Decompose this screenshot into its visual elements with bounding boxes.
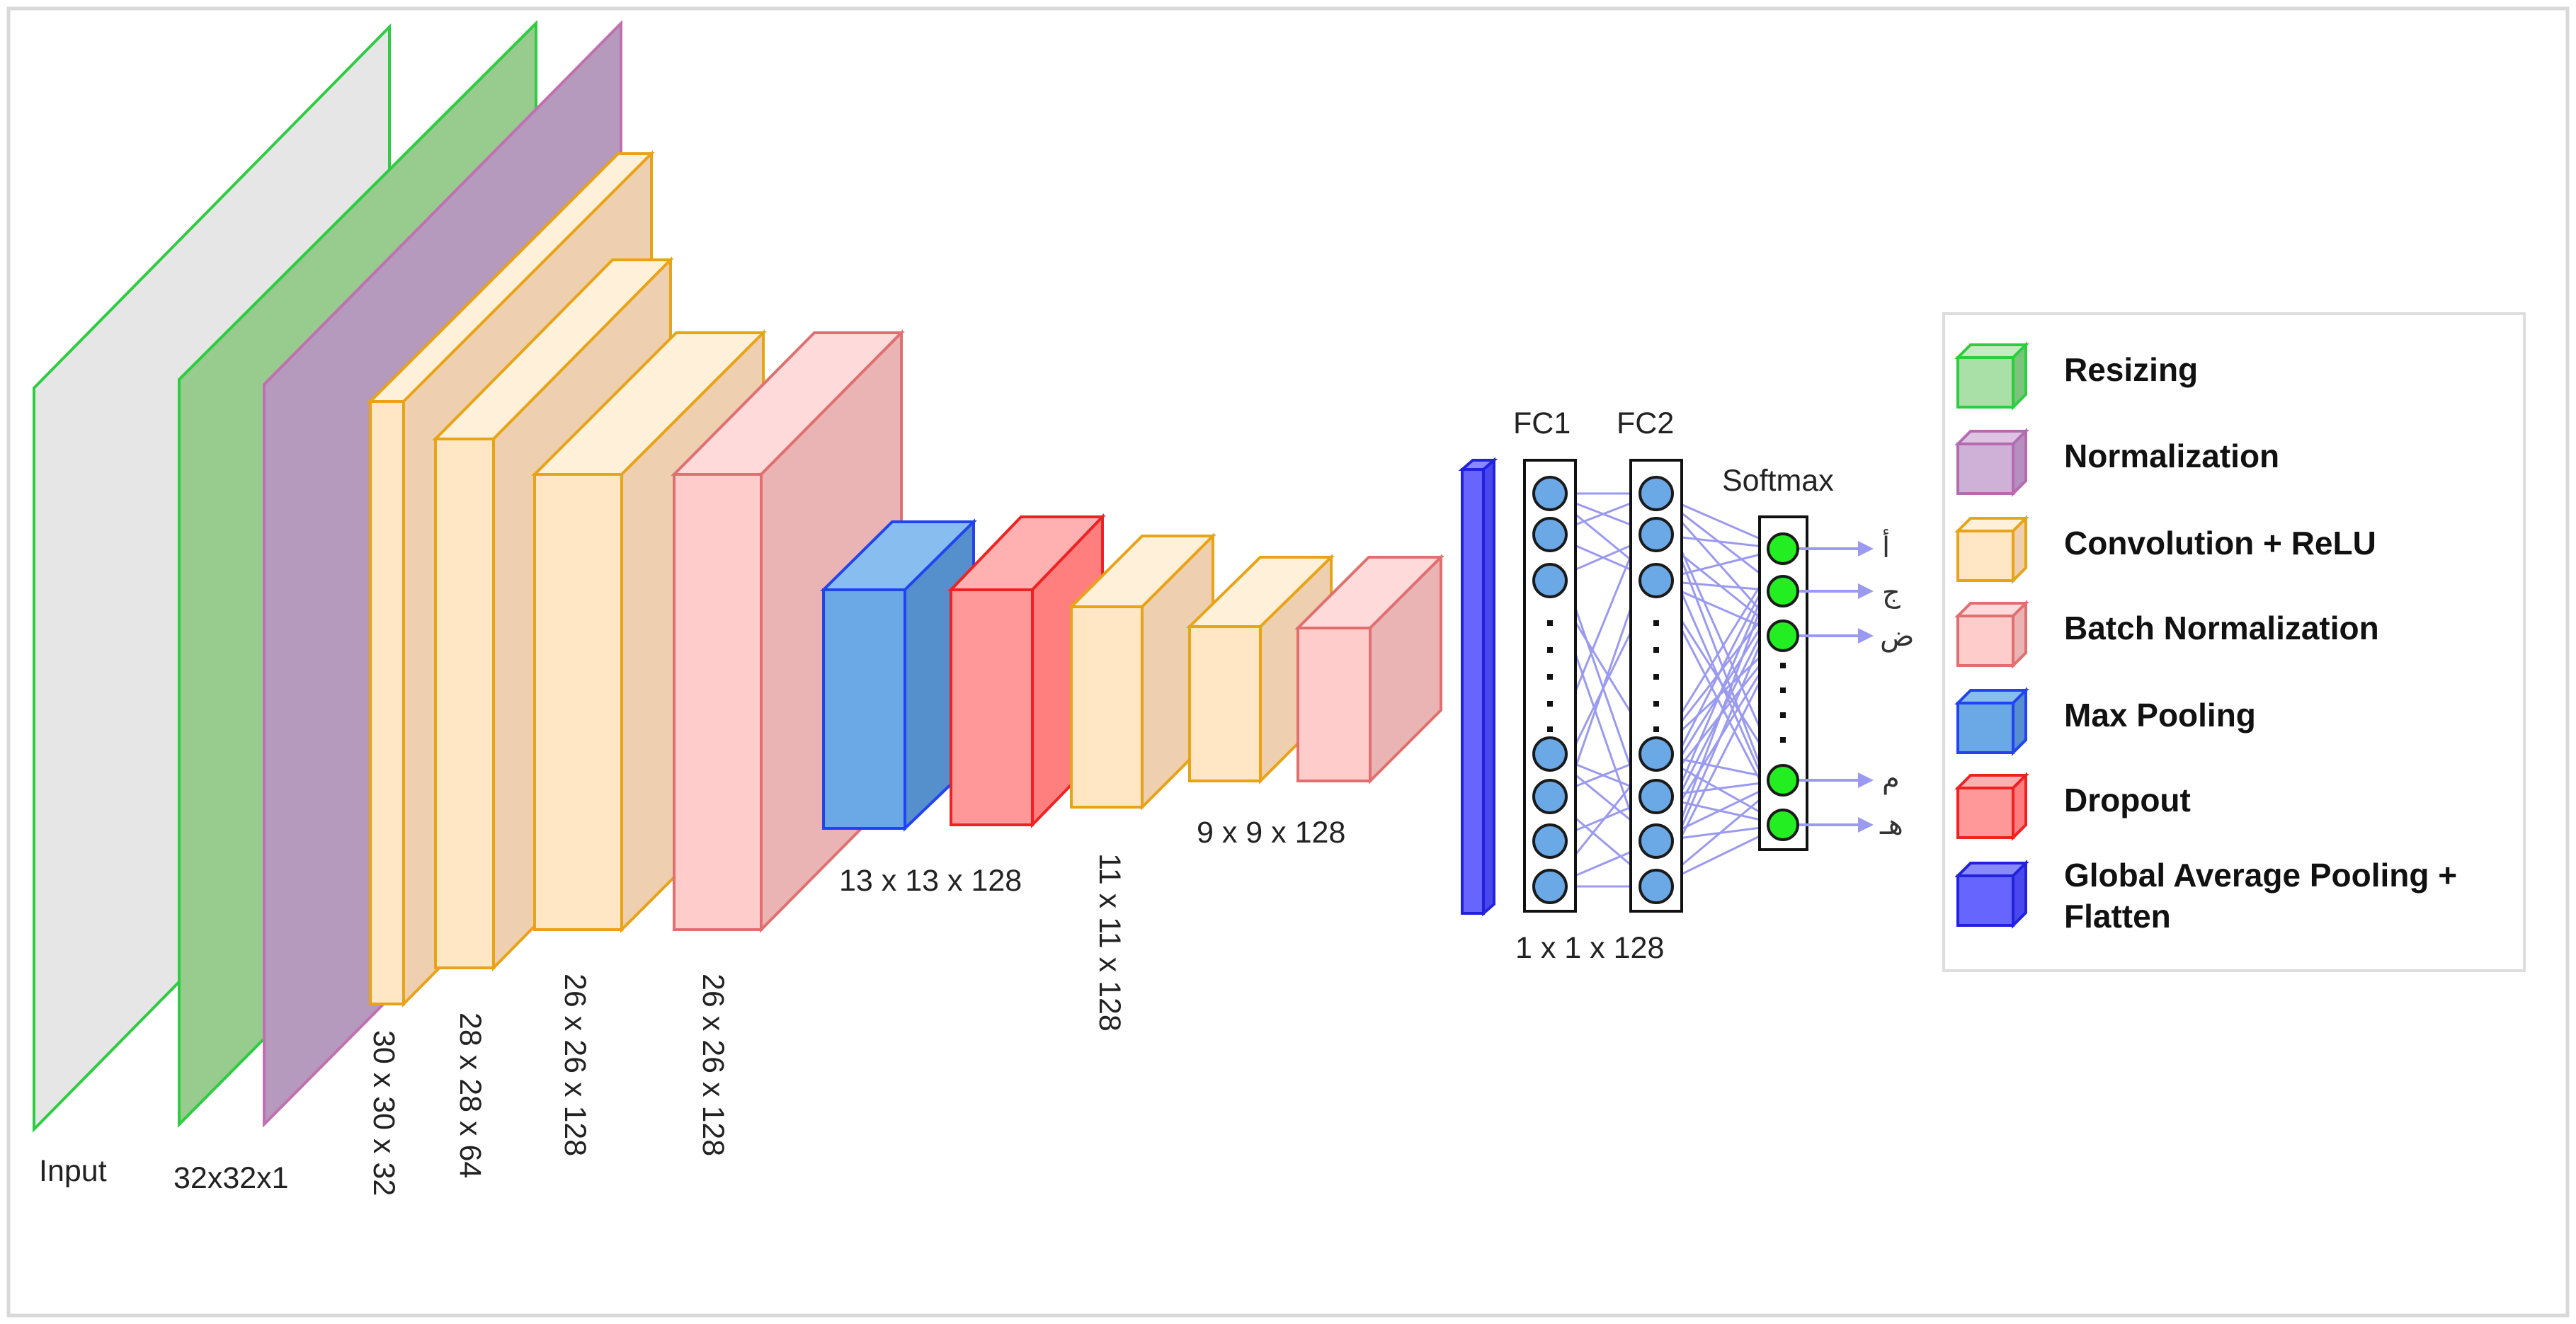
ellipsis-dot xyxy=(1653,726,1659,732)
fc2-neuron xyxy=(1639,869,1674,904)
ellipsis-dot xyxy=(1547,726,1553,732)
label-gap: 1 x 1 x 128 xyxy=(1515,931,1664,965)
dense-neurons xyxy=(1532,476,1799,904)
softmax-neuron xyxy=(1767,575,1799,607)
fc2-neuron xyxy=(1639,563,1674,598)
legend-swatch xyxy=(1956,615,2014,667)
fc2-neuron xyxy=(1639,823,1674,859)
label-conv3: 26 x 26 x 128 xyxy=(558,974,592,1156)
legend-swatch-side xyxy=(2012,341,2027,411)
output-label-2: ج xyxy=(1882,576,1900,610)
output-arrow-head xyxy=(1858,628,1874,644)
legend-item: Normalization xyxy=(1954,428,2279,497)
label-input: Input xyxy=(39,1154,107,1188)
softmax-neuron xyxy=(1767,809,1799,841)
ellipsis-dot xyxy=(1780,712,1786,718)
output-arrow-head xyxy=(1858,817,1874,833)
legend-swatch-side xyxy=(2012,687,2027,756)
ellipsis-dot xyxy=(1547,620,1553,626)
legend-label-line2: Flatten xyxy=(2064,898,2171,935)
ellipsis-dot xyxy=(1780,687,1786,693)
output-arrow-head xyxy=(1858,772,1874,788)
label-fc1: FC1 xyxy=(1513,406,1571,440)
fc1-neuron xyxy=(1532,869,1568,904)
fc1-neuron xyxy=(1532,736,1568,772)
legend-item: Batch Normalization xyxy=(1954,600,2379,669)
legend-label: Dropout xyxy=(2064,782,2191,818)
output-arrow-head xyxy=(1858,583,1874,599)
fc2-neuron xyxy=(1639,476,1674,511)
legend-swatch xyxy=(1956,787,2014,839)
legend-swatch-side xyxy=(2012,515,2027,584)
output-label-5: هـ xyxy=(1879,809,1903,841)
legend-label: Global Average Pooling + xyxy=(2064,857,2457,894)
ellipsis-dot xyxy=(1547,647,1553,653)
legend-label: Batch Normalization xyxy=(2064,610,2379,646)
label-softmax: Softmax xyxy=(1722,464,1834,498)
ellipsis-dot xyxy=(1547,674,1553,680)
legend-label: Convolution + ReLU xyxy=(2064,525,2376,561)
legend-swatch xyxy=(1956,874,2014,927)
output-arrow-head xyxy=(1858,541,1874,557)
batchnorm2-block xyxy=(1294,554,1444,784)
ellipsis-dot xyxy=(1653,674,1659,680)
label-fc2: FC2 xyxy=(1617,406,1674,440)
ellipsis-dot xyxy=(1653,701,1659,707)
softmax-neuron xyxy=(1767,532,1799,565)
legend-item: Convolution + ReLU xyxy=(1954,515,2376,584)
legend-box xyxy=(1942,312,2526,972)
ellipsis-dot xyxy=(1653,647,1659,653)
label-pool: 13 x 13 x 128 xyxy=(839,864,1022,898)
legend-swatch-side xyxy=(2012,428,2027,497)
ellipsis-dot xyxy=(1653,620,1659,626)
legend-swatch xyxy=(1956,530,2014,582)
output-label-4: م xyxy=(1882,763,1900,795)
fc1-neuron xyxy=(1532,779,1568,814)
label-bn1: 26 x 26 x 128 xyxy=(696,974,730,1156)
legend-swatch-side xyxy=(2012,600,2027,669)
legend-swatch xyxy=(1956,443,2014,495)
legend-label: Resizing xyxy=(2064,351,2198,388)
legend-label: Max Pooling xyxy=(2064,697,2256,734)
label-conv4: 11 x 11 x 128 xyxy=(1093,853,1127,1032)
gap-flatten-block xyxy=(1458,457,1498,917)
ellipsis-dot xyxy=(1780,737,1786,743)
fc2-neuron xyxy=(1639,779,1674,814)
label-conv5: 9 x 9 x 128 xyxy=(1197,816,1345,850)
label-conv1: 30 x 30 x 32 xyxy=(367,1030,401,1196)
output-label-3: ض xyxy=(1880,620,1914,653)
fc2-neuron xyxy=(1639,517,1674,552)
ellipsis-dot xyxy=(1547,701,1553,707)
softmax-neuron xyxy=(1767,620,1799,652)
legend-swatch xyxy=(1956,702,2014,754)
label-conv2: 28 x 28 x 64 xyxy=(453,1012,487,1178)
fc1-neuron xyxy=(1532,823,1568,859)
fc1-neuron xyxy=(1532,563,1568,598)
legend-swatch-side xyxy=(2012,860,2027,929)
legend-item: Global Average Pooling + Flatten xyxy=(1954,857,2457,935)
fc1-neuron xyxy=(1532,517,1568,552)
legend-item: Max Pooling xyxy=(1954,687,2256,756)
label-resize: 32x32x1 xyxy=(173,1161,289,1195)
softmax-column xyxy=(1758,515,1808,851)
ellipsis-dot xyxy=(1780,663,1786,668)
softmax-neuron xyxy=(1767,764,1799,797)
output-label-1: أ xyxy=(1882,529,1890,564)
fc1-neuron xyxy=(1532,476,1568,511)
legend-swatch xyxy=(1956,356,2014,409)
legend-swatch-side xyxy=(2012,772,2027,841)
legend-item: Dropout xyxy=(1954,772,2191,841)
fc2-neuron xyxy=(1639,736,1674,772)
output-arrows xyxy=(1799,541,1874,833)
legend-label: Normalization xyxy=(2064,438,2279,474)
legend-item: Resizing xyxy=(1954,341,2198,411)
